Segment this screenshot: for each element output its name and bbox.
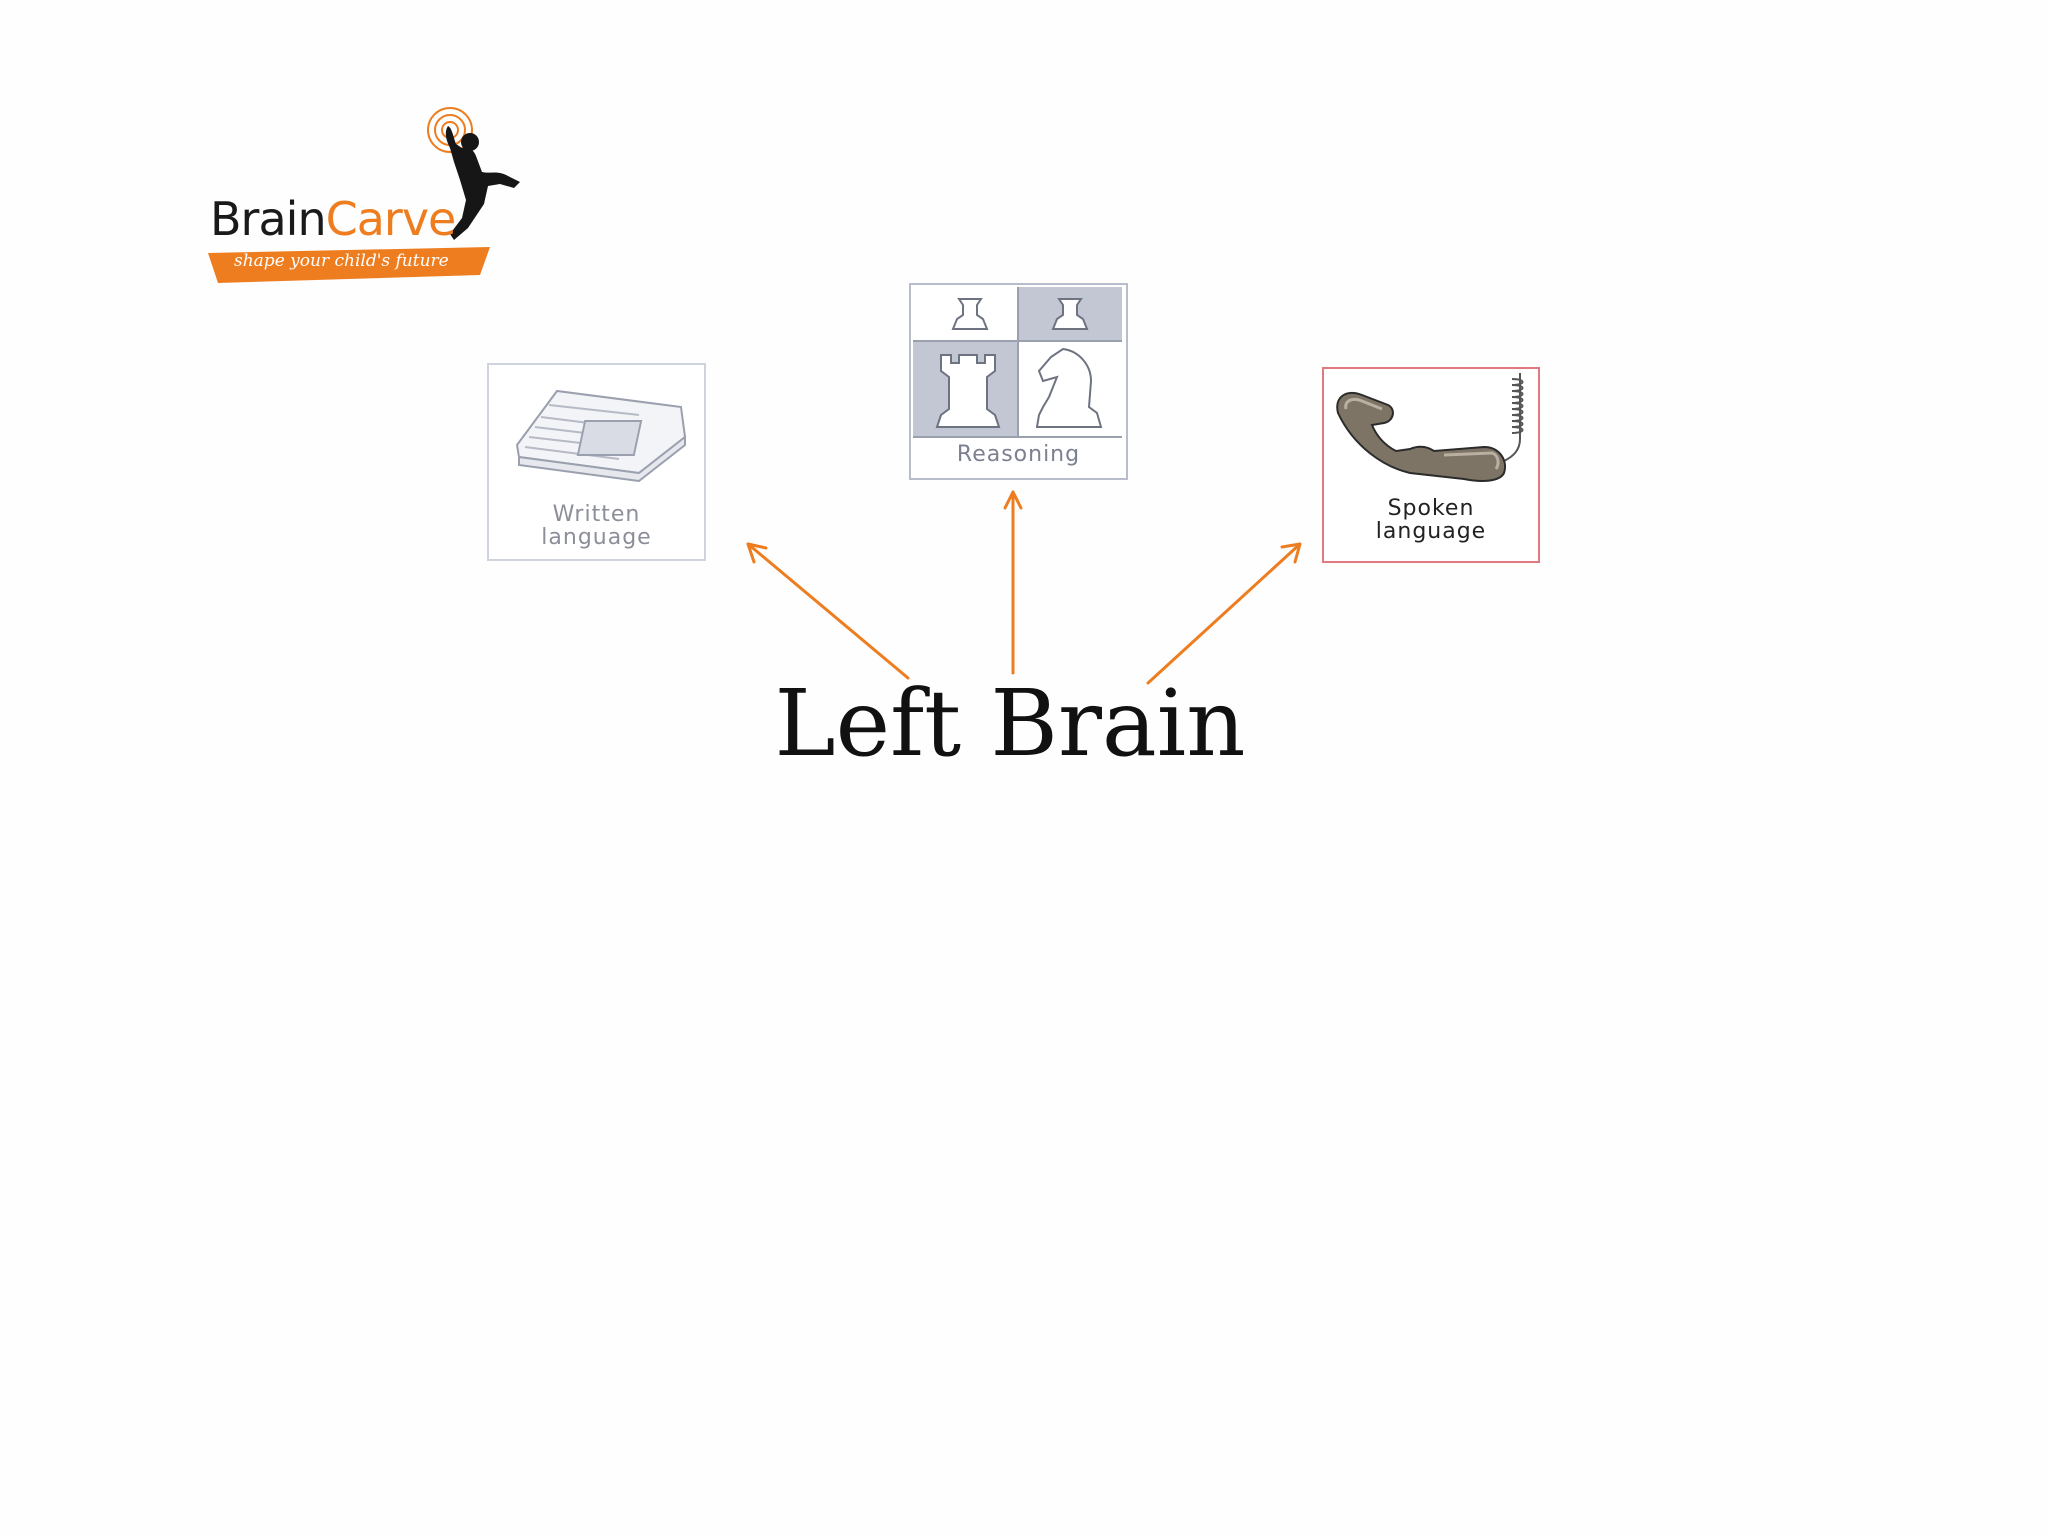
jumping-child-icon — [427, 107, 520, 240]
card-label: Spoken language — [1375, 496, 1487, 544]
card-written-language: Written language — [487, 363, 706, 561]
logo-tagline-banner: shape your child's future — [204, 245, 496, 285]
telephone-handset-icon — [1336, 373, 1524, 482]
card-label: Written language — [541, 502, 652, 550]
arrow-to-written-language — [746, 542, 910, 680]
braincarve-logo: BrainCarve shape your child's future — [200, 100, 550, 300]
card-label: Reasoning — [956, 442, 1081, 467]
diagram-title: Left Brain — [774, 670, 1246, 777]
arrow-to-reasoning — [1003, 490, 1023, 675]
arrow-to-spoken-language — [1146, 542, 1302, 685]
card-reasoning: Reasoning — [909, 283, 1128, 480]
card-spoken-language: Spoken language — [1322, 367, 1540, 563]
logo-carve-text: Carve — [325, 192, 457, 246]
logo-tagline: shape your child's future — [234, 251, 449, 271]
newspaper-icon — [515, 389, 687, 483]
logo-brain-text: Brain — [210, 192, 327, 246]
logo-wordmark: BrainCarve — [210, 192, 457, 246]
chess-pieces-icon — [913, 287, 1122, 438]
